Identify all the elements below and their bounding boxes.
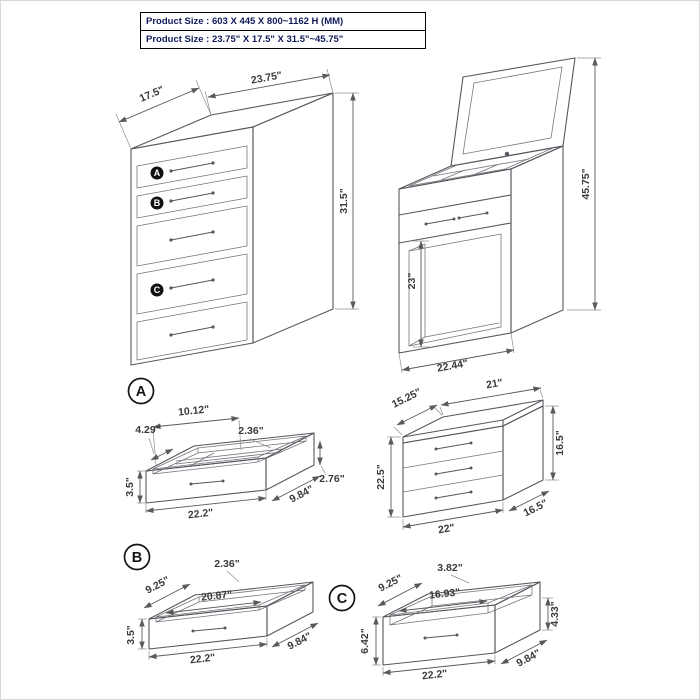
mirror-lid [450,57,576,167]
dim-b-depth: 9.84" [286,630,314,652]
dims-drawer-b: 2.36" 9.25" 20.87" 3.5" 22.2" 9.84" [125,558,319,667]
base-unit-handles [434,441,473,500]
dim-a-back-height: 2.76" [319,473,344,485]
detail-drawer-b: B 2.36" 9.25" 20.87" [123,543,319,667]
dim-width-open-label: 22.44" [436,357,469,374]
dim-base-right-height: 16.5" [554,430,566,455]
drawer-handles [169,161,215,337]
lid-button-icon [504,151,510,157]
marker-a-label: A [154,168,161,178]
dim-c-divider: 3.82" [437,562,462,574]
section-label-c-icon: C [328,584,356,612]
vanity-drawer-handles [424,211,489,226]
product-size-inches: Product Size : 23.75" X 17.5" X 31.5"~45… [146,34,344,45]
dim-b-inner-width: 20.87" [200,588,232,603]
dims-vanity-open: 45.75" 23" 22.44" [398,57,601,375]
dim-knee-height-label: 23" [406,273,418,290]
section-label-b-icon: B [123,543,151,571]
dim-b-height: 3.5" [125,625,137,645]
dim-a-inner-front: 10.12" [178,403,210,418]
dim-a-height: 3.5" [124,477,136,497]
dim-c-depth: 9.84" [515,647,543,669]
dim-a-compartment: 4.29" [135,424,160,436]
dim-base-top-width: 21" [485,377,503,392]
dim-c-inner-width: 16.93" [428,586,460,601]
product-size-mm: Product Size : 603 X 445 X 800~1162 H (M… [141,13,425,31]
detail-drawer-a: A 10.12" 4.29" [124,377,345,521]
dim-height-label: 31.5" [338,188,350,213]
view-dresser-closed: A B C 17.5" 23.75" [115,68,359,366]
dim-a-divider: 2.36" [238,425,263,437]
product-size-table: Product Size : 603 X 445 X 800~1162 H (M… [140,12,426,49]
dim-base-top-depth: 15.25" [390,386,423,411]
dim-c-back-height: 4.33" [549,601,561,626]
dim-c-width: 22.2" [421,668,448,683]
detail-drawer-c: C 3.82" 9.25" 16.93" [328,562,561,683]
dim-depth-label: 17.5" [138,84,166,105]
dim-b-inner-depth: 9.25" [144,574,172,596]
section-label-a-icon: A [127,377,155,405]
marker-c-icon: C [150,283,164,297]
marker-a-icon: A [150,166,164,180]
dim-base-bottom-width: 22" [437,522,455,537]
section-label-b: B [132,550,142,566]
dim-base-bottom-depth: 16.5" [522,497,550,519]
dim-b-divider: 2.36" [214,558,239,570]
detail-base-unit: 15.25" 21" 22.5" 16.5" 22" 16.5" [375,377,566,537]
dims-dresser-closed: 17.5" 23.75" 31.5" [115,68,359,310]
dim-width-label: 23.75" [250,69,283,86]
marker-b-icon: B [150,196,164,210]
dim-b-width: 22.2" [189,652,216,667]
view-vanity-open: 45.75" 23" 22.44" [398,57,601,375]
dim-total-height-label: 45.75" [580,168,592,199]
dims-drawer-a: 10.12" 4.29" 2.36" 3.5" 22.2" 9.84" 2. [124,403,345,521]
section-label-c: C [337,591,348,607]
dim-a-width: 22.2" [187,507,214,522]
dim-base-left-height: 22.5" [375,464,387,489]
section-label-a: A [136,384,147,400]
dim-c-height: 6.42" [359,628,371,653]
marker-b-label: B [154,198,161,208]
dim-a-depth: 9.84" [288,483,316,505]
dim-c-inner-depth: 9.25" [377,572,405,594]
marker-c-label: C [154,285,161,295]
